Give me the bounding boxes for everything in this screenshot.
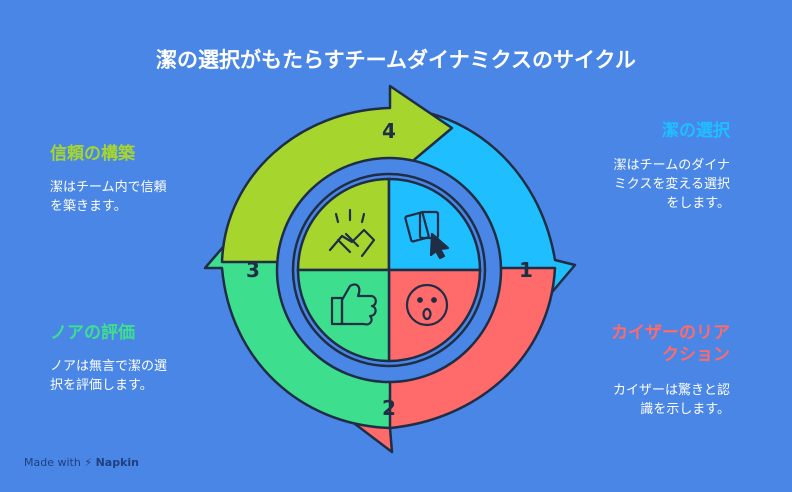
made-with-napkin[interactable]: Made with ⚡ Napkin <box>24 456 139 469</box>
diagram-title: 潔の選択がもたらすチームダイナミクスのサイクル <box>156 48 636 72</box>
thumbs-up-icon <box>330 283 377 326</box>
step-number-1: 1 <box>519 258 533 282</box>
step-1-text: 潔はチームのダイナ ミクスを変える選択 をします。 <box>613 158 730 211</box>
napkin-logo-icon: ⚡ <box>84 456 93 469</box>
step-4-heading: 信頼の構築 <box>50 144 135 164</box>
step-number-4: 4 <box>382 119 396 143</box>
quadrant-top-left <box>296 177 391 272</box>
step-4-text: 潔はチーム内で信頼 を築きます。 <box>50 180 167 214</box>
step-3-text: ノアは無言で潔の選 択を評価します。 <box>50 359 168 393</box>
handshake-icon <box>328 208 376 258</box>
step-number-2: 2 <box>382 396 396 420</box>
cards-pointer-icon <box>404 210 450 260</box>
step-1-heading: 潔の選択 <box>662 121 730 141</box>
surprised-face-icon <box>405 283 449 327</box>
step-2-heading: カイザーのリア クション <box>611 323 730 365</box>
step-3-heading: ノアの評価 <box>50 323 135 343</box>
quadrant-bottom-left <box>296 268 391 363</box>
step-number-3: 3 <box>246 258 260 282</box>
quadrant-top-right <box>387 177 482 272</box>
step-2-text: カイザーは驚きと認 識を示します。 <box>612 383 730 417</box>
